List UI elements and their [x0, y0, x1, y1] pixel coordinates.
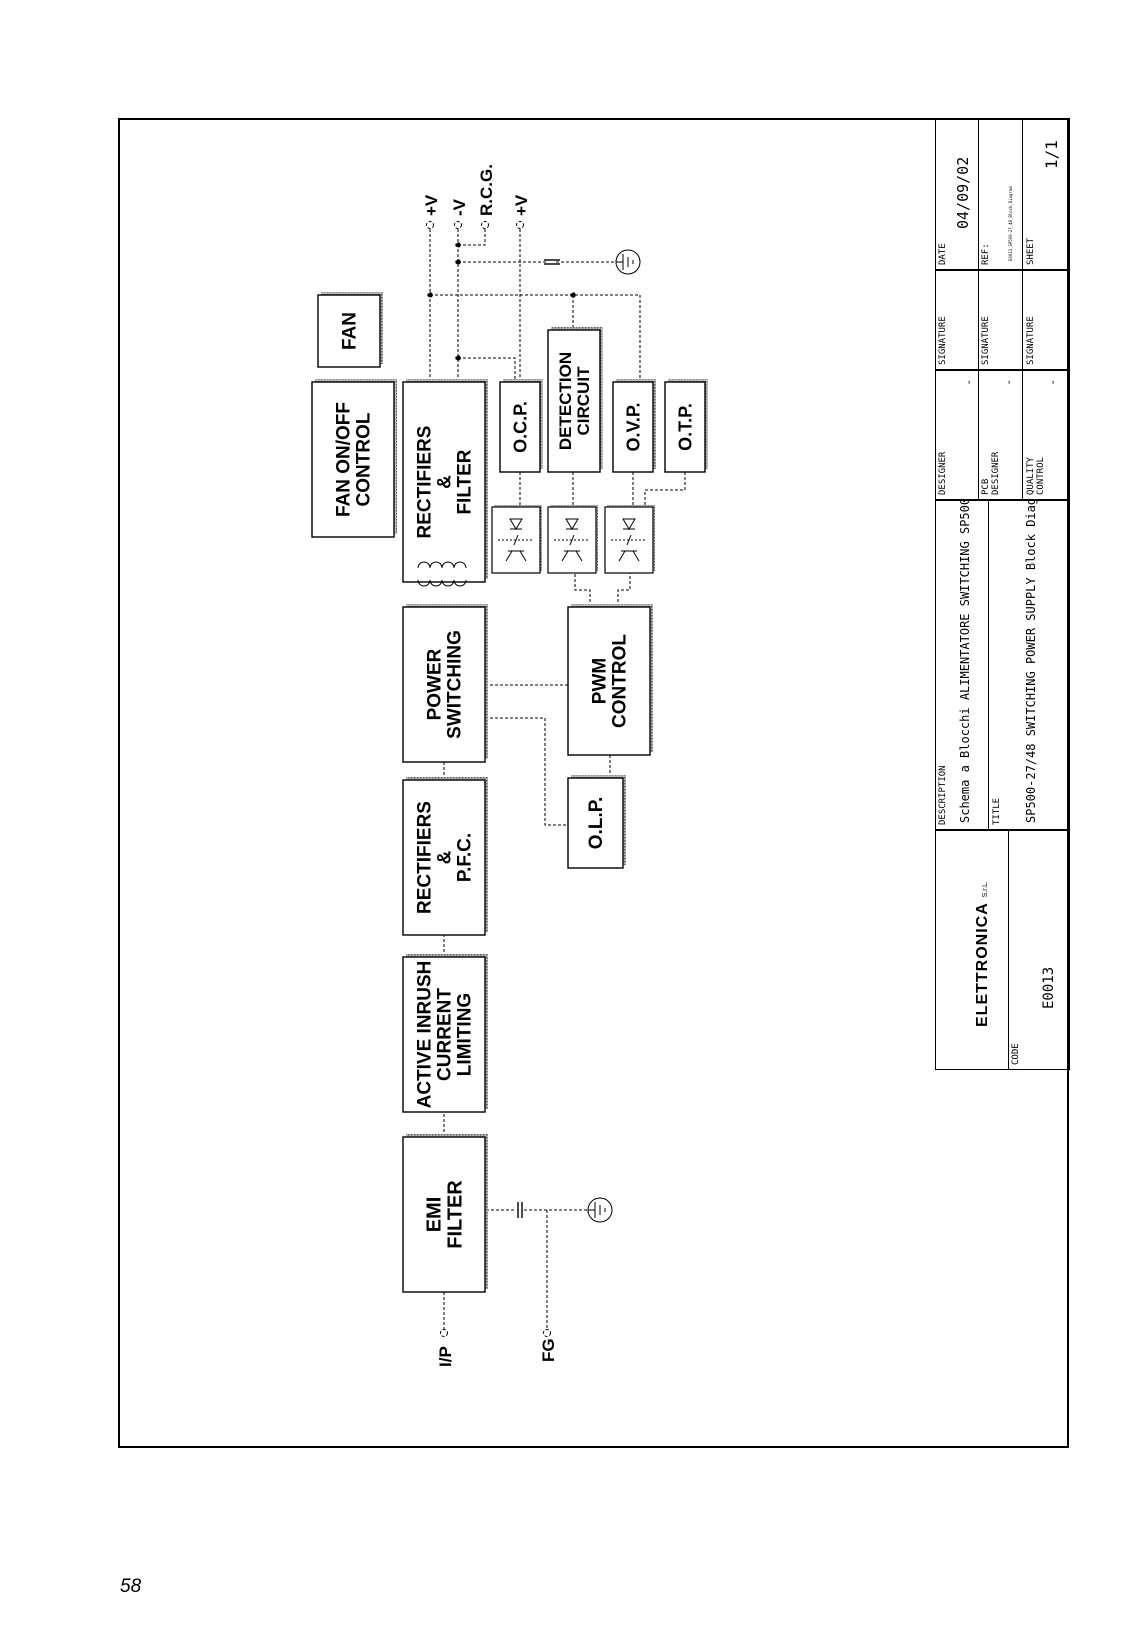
- otp-block-label: O.T.P.: [675, 403, 695, 451]
- output-capacitor: [544, 259, 560, 265]
- ref-value: E0013_SP500-27_48_Block_Diagram: [1008, 186, 1013, 261]
- inrush-limiting-block: ACTIVE INRUSHCURRENTLIMITING: [402, 954, 488, 1113]
- fan-control-block: FAN ON/OFFCONTROL: [311, 379, 397, 538]
- designer-cell: DESIGNER - PCB DESIGNER - QUALITY CONTRO…: [935, 370, 1070, 500]
- ocp-block: O.C.P.: [499, 379, 543, 473]
- title-value: SP500-27/48 SWITCHING POWER SUPPLY Block…: [1024, 500, 1038, 823]
- rectifiers-pfc-block-label: RECTIFIERS&P.F.C.: [415, 801, 476, 914]
- olp-block-label: O.L.P.: [586, 797, 607, 849]
- fan-block-label: FAN: [340, 312, 361, 350]
- detection-block: DETECTIONCIRCUIT: [547, 327, 603, 473]
- pcb-designer-label: PCB DESIGNER: [981, 451, 1001, 495]
- designer-label: DESIGNER: [938, 451, 948, 495]
- input-label: I/P: [436, 1346, 455, 1367]
- ground-label: FG: [539, 1338, 558, 1362]
- description-cell: DESCRIPTION Schema a Blocchi ALIMENTATOR…: [935, 500, 1070, 830]
- detection-block-label: DETECTIONCIRCUIT: [556, 352, 593, 450]
- emi-filter-block: EMIFILTER: [402, 1134, 488, 1293]
- rectifiers-pfc-block: RECTIFIERS&P.F.C.: [402, 777, 488, 936]
- date-value: 04/09/02: [954, 156, 972, 229]
- description-label: DESCRIPTION: [938, 765, 948, 825]
- power-switching-block-label: POWERSWITCHING: [425, 630, 466, 739]
- rectifiers-filter-block: RECTIFIERS&FILTER: [402, 379, 488, 583]
- drawing-frame: [118, 118, 1069, 1448]
- signature-label-1: SIGNATURE: [938, 316, 948, 365]
- fan-control-block-label: FAN ON/OFFCONTROL: [334, 402, 375, 517]
- pwm-control-block: PWMCONTROL: [567, 604, 653, 756]
- inrush-limiting-block-label: ACTIVE INRUSHCURRENTLIMITING: [415, 961, 476, 1109]
- ovp-block-label: O.V.P.: [623, 402, 643, 451]
- otp-block: O.T.P.: [664, 379, 708, 473]
- emi-capacitor: [517, 1202, 523, 1218]
- company-logo: ELETTRONICA S.r.L.: [974, 881, 991, 1027]
- optocoupler-1: [491, 505, 542, 574]
- page-number: 58: [120, 1576, 142, 1597]
- output-minus-v: -V: [450, 198, 469, 216]
- date-cell: DATE 04/09/02 REF: E0013_SP500-27_48_Blo…: [935, 118, 1070, 270]
- ocp-block-label: O.C.P.: [510, 401, 530, 453]
- code-label: CODE: [1011, 1043, 1021, 1065]
- output-plus-v-2: +V: [512, 194, 531, 216]
- fan-block: FAN: [317, 292, 383, 368]
- output-rcg: R.C.G.: [477, 164, 496, 216]
- quality-control-label: QUALITY CONTROL: [1026, 457, 1046, 495]
- code-cell: ELETTRONICA S.r.L. CODE E0013: [935, 830, 1070, 1070]
- pwm-control-block-label: PWMCONTROL: [590, 634, 631, 728]
- code-value: E0013: [1041, 966, 1057, 1009]
- optocoupler-3: [604, 505, 655, 574]
- transformer-symbol: [417, 561, 467, 587]
- power-switching-block: POWERSWITCHING: [402, 604, 488, 763]
- ovp-block: O.V.P.: [612, 379, 656, 473]
- ref-label: REF:: [981, 243, 991, 265]
- date-label: DATE: [938, 243, 948, 265]
- rectifiers-filter-block-label: RECTIFIERS&FILTER: [415, 426, 476, 539]
- signature-label-3: SIGNATURE: [1026, 316, 1036, 365]
- optocoupler-2: [547, 505, 598, 574]
- signature-label-2: SIGNATURE: [981, 316, 991, 365]
- title-block: ELETTRONICA S.r.L. CODE E0013 DESCRIPTIO…: [935, 118, 1070, 1070]
- sheet-value: 1/1: [1042, 140, 1061, 169]
- output-plus-v-1: +V: [422, 194, 441, 216]
- title-label: TITLE: [992, 797, 1002, 825]
- emi-filter-block-label: EMIFILTER: [424, 1180, 467, 1249]
- description-value: Schema a Blocchi ALIMENTATORE SWITCHING …: [958, 500, 972, 823]
- signature-cell: SIGNATURE SIGNATURE SIGNATURE: [935, 270, 1070, 370]
- sheet-label: SHEET: [1026, 237, 1036, 265]
- output-ground-symbol: [615, 249, 641, 275]
- olp-block: O.L.P.: [567, 775, 626, 869]
- emi-ground-symbol: [587, 1197, 613, 1223]
